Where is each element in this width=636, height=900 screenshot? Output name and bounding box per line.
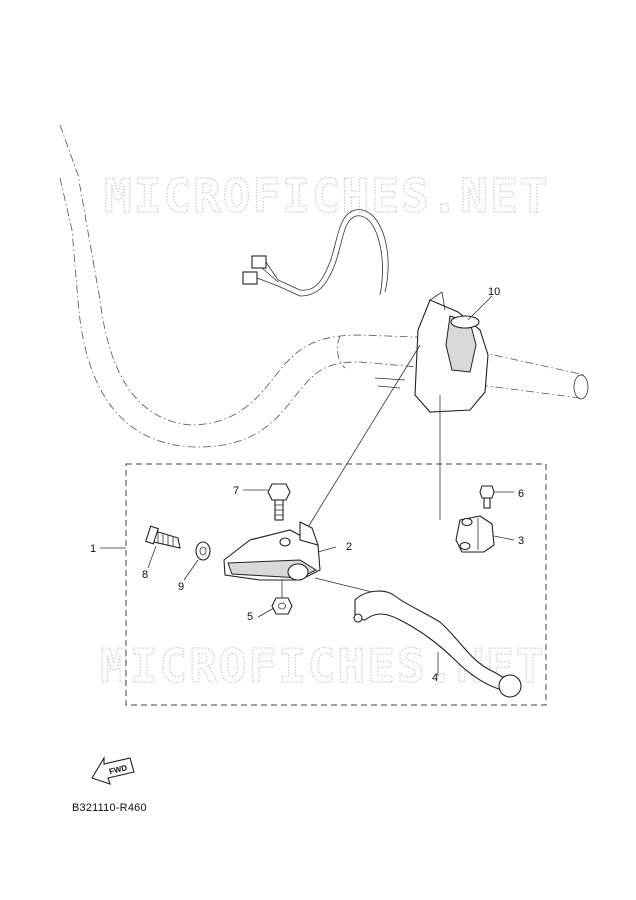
part-6-screw [479,485,495,509]
connector-a [251,255,267,269]
callout-8: 8 [142,569,148,581]
callout-7: 7 [233,485,239,497]
callout-4: 4 [432,672,438,684]
fwd-arrow-icon: FWD [91,756,135,785]
part-9-washer [195,541,211,561]
leader-bracket-to-lever [314,577,373,593]
part-5-nut [271,597,293,615]
handlebar-switch-housing [414,291,489,413]
callout-5: 5 [247,611,253,623]
watermark-top: MICROFICHES.NET [104,169,549,223]
part-8-adjuster [145,525,181,549]
part-3-holder [455,515,495,553]
callout-leaders [100,295,515,676]
callout-10: 10 [488,286,500,298]
callout-1: 1 [90,543,96,555]
callout-2: 2 [346,541,352,553]
fwd-label: FWD [108,763,128,776]
leader-bracket-to-switch [304,344,421,533]
assembly-box [125,463,547,706]
callout-9: 9 [178,581,184,593]
part-7-bolt [267,483,291,521]
wire-harness [242,209,389,297]
connector-b [242,271,258,285]
callout-6: 6 [518,488,524,500]
part-4-lever [353,590,522,698]
part-2-lever-bracket [223,521,321,581]
diagram-code: B321110-R460 [72,802,147,814]
handlebar-outline [59,124,589,448]
callout-3: 3 [518,535,524,547]
